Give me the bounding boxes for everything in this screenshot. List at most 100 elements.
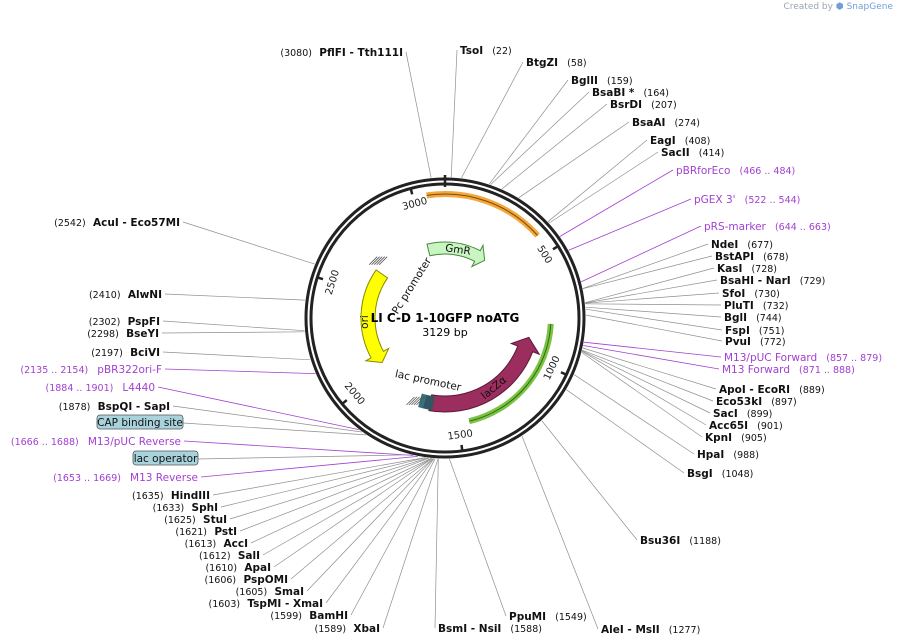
primer-position: (857 .. 879) xyxy=(826,353,882,364)
restriction-site-label[interactable]: BglII (159) xyxy=(571,75,633,87)
primer-position: (1666 .. 1688) xyxy=(11,437,79,448)
label-separator xyxy=(790,365,799,376)
restriction-site-label[interactable]: Bsu36I (1188) xyxy=(640,535,721,547)
primer-label[interactable]: (2135 .. 2154) pBR322ori-F xyxy=(20,364,162,376)
label-separator xyxy=(483,46,492,57)
restriction-site-label[interactable]: BsgI (1048) xyxy=(687,468,753,480)
site-position: (1606) xyxy=(205,575,237,586)
restriction-site-label[interactable]: (3080) PflFI - Tth111I xyxy=(280,47,403,59)
primer-leader-line xyxy=(559,169,674,237)
primer-label[interactable]: pRS-marker (644 .. 663) xyxy=(704,221,831,233)
credit-prefix: Created by xyxy=(783,2,833,12)
restriction-site-label[interactable]: HpaI (988) xyxy=(697,449,759,461)
restriction-site-label[interactable]: (2298) BseYI xyxy=(87,328,159,340)
restriction-site-label[interactable]: SacI (899) xyxy=(713,408,772,420)
enzyme-name: PspFI xyxy=(128,316,160,328)
restriction-site-label[interactable]: Acc65I (901) xyxy=(709,420,783,432)
primer-label[interactable]: M13 Forward (871 .. 888) xyxy=(722,364,855,376)
label-separator xyxy=(634,88,643,99)
restriction-site-label[interactable]: Eco53kI (897) xyxy=(716,396,797,408)
enzyme-name: BtgZI xyxy=(526,57,558,69)
site-leader-line xyxy=(582,349,714,402)
restriction-site-label[interactable]: AleI - MslI (1277) xyxy=(601,624,700,636)
site-leader-line xyxy=(162,320,305,332)
site-leader-line xyxy=(405,51,432,178)
restriction-site-label[interactable]: EagI (408) xyxy=(650,135,710,147)
boxed-feature-badge[interactable] xyxy=(132,450,199,466)
restriction-site-label[interactable]: BsaBI * (164) xyxy=(592,87,669,99)
site-position: (1633) xyxy=(153,503,185,514)
restriction-site-label[interactable]: (1603) TspMI - XmaI xyxy=(209,598,324,610)
restriction-site-label[interactable]: KasI (728) xyxy=(717,263,777,275)
primer-label[interactable]: pBRforEco (466 .. 484) xyxy=(676,165,795,177)
primer-leader-line xyxy=(157,386,359,430)
lac-promoter-label: lac promoter xyxy=(394,368,463,394)
primer-name: M13 Reverse xyxy=(130,472,198,484)
restriction-site-label[interactable]: (1613) AccI xyxy=(185,538,248,550)
restriction-site-label[interactable]: NdeI (677) xyxy=(711,239,773,251)
restriction-site-label[interactable]: (1605) SmaI xyxy=(236,586,304,598)
site-position: (164) xyxy=(643,88,669,99)
site-position: (2410) xyxy=(89,290,121,301)
site-leader-line xyxy=(581,350,711,414)
enzyme-name: BsaBI * xyxy=(592,87,635,99)
enzyme-name: BglI xyxy=(724,312,747,324)
enzyme-name: ApoI xyxy=(719,384,746,396)
site-position: (1878) xyxy=(59,402,91,413)
restriction-site-label[interactable]: (1589) XbaI xyxy=(314,623,380,635)
restriction-site-label[interactable]: SacII (414) xyxy=(661,147,724,159)
restriction-site-label[interactable]: BsaAI (274) xyxy=(632,117,700,129)
site-leader-line xyxy=(582,243,709,289)
site-position: (1621) xyxy=(175,527,207,538)
restriction-site-label[interactable]: (2410) AlwNI xyxy=(89,289,162,301)
boxed-feature-badge[interactable] xyxy=(96,414,184,430)
restriction-site-label[interactable]: SfoI (730) xyxy=(722,288,780,300)
restriction-site-label[interactable]: FspI (751) xyxy=(725,325,784,337)
site-leader-line xyxy=(490,91,590,185)
tick-mark xyxy=(560,371,568,377)
restriction-site-label[interactable]: (1635) HindIII xyxy=(132,490,210,502)
restriction-site-label[interactable]: BtgZI (58) xyxy=(526,57,587,69)
restriction-site-label[interactable]: BsrDI (207) xyxy=(610,99,677,111)
site-leader-line xyxy=(164,293,306,301)
restriction-site-label[interactable]: BsmI - NsiI (1588) xyxy=(438,623,542,635)
restriction-site-label[interactable]: PpuMI (1549) xyxy=(509,611,587,623)
restriction-site-label[interactable]: BstAPI (678) xyxy=(715,251,789,263)
site-leader-line xyxy=(566,389,685,474)
restriction-site-label[interactable]: (2542) AcuI - Eco57MI xyxy=(54,217,180,229)
restriction-site-label[interactable]: (1621) PstI xyxy=(175,526,237,538)
restriction-site-label[interactable]: TsoI (22) xyxy=(460,45,512,57)
restriction-site-label[interactable]: (1633) SphI xyxy=(153,502,218,514)
restriction-site-label[interactable]: ApoI - EcoRI (889) xyxy=(719,384,825,396)
primer-leader-line xyxy=(583,345,720,370)
primer-label[interactable]: (1653 .. 1669) M13 Reverse xyxy=(53,472,198,484)
restriction-site-label[interactable]: (1610) ApaI xyxy=(205,562,271,574)
restriction-site-label[interactable]: PvuI (772) xyxy=(725,336,786,348)
site-leader-line xyxy=(585,292,720,304)
restriction-site-label[interactable]: BglI (744) xyxy=(724,312,782,324)
primer-label[interactable]: M13/pUC Forward (857 .. 879) xyxy=(724,352,882,364)
restriction-site-label[interactable]: (1606) PspOMI xyxy=(205,574,288,586)
site-position: (3080) xyxy=(280,48,312,59)
restriction-site-label[interactable]: (1612) SalI xyxy=(199,550,260,562)
enzyme-name: HindIII xyxy=(171,490,210,502)
primer-label[interactable]: (1884 .. 1901) L4440 xyxy=(46,382,156,394)
restriction-site-label[interactable]: (2302) PspFI xyxy=(89,316,160,328)
restriction-site-label[interactable]: (1878) BspQI - SapI xyxy=(59,401,170,413)
restriction-site-label[interactable]: PluTI (732) xyxy=(724,300,788,312)
enzyme-name: Tth111I xyxy=(358,47,403,59)
primer-label[interactable]: pGEX 3' (522 .. 544) xyxy=(694,194,800,206)
enzyme-name: SfoI xyxy=(722,288,745,300)
site-leader-line xyxy=(239,457,430,532)
primer-label[interactable]: (1666 .. 1688) M13/pUC Reverse xyxy=(11,436,181,448)
restriction-site-label[interactable]: (1599) BamHI xyxy=(270,610,348,622)
site-position: (159) xyxy=(607,76,633,87)
restriction-site-label[interactable]: KpnI (905) xyxy=(705,432,767,444)
restriction-site-label[interactable]: (2197) BciVI xyxy=(91,347,160,359)
enzyme-name: PvuI xyxy=(725,336,751,348)
restriction-site-label[interactable]: (1625) StuI xyxy=(164,514,227,526)
site-leader-line xyxy=(161,331,305,334)
restriction-site-label[interactable]: BsaHI - NarI (729) xyxy=(720,275,825,287)
plasmid-name: LI C-D 1-10GFP noATG xyxy=(371,311,520,325)
